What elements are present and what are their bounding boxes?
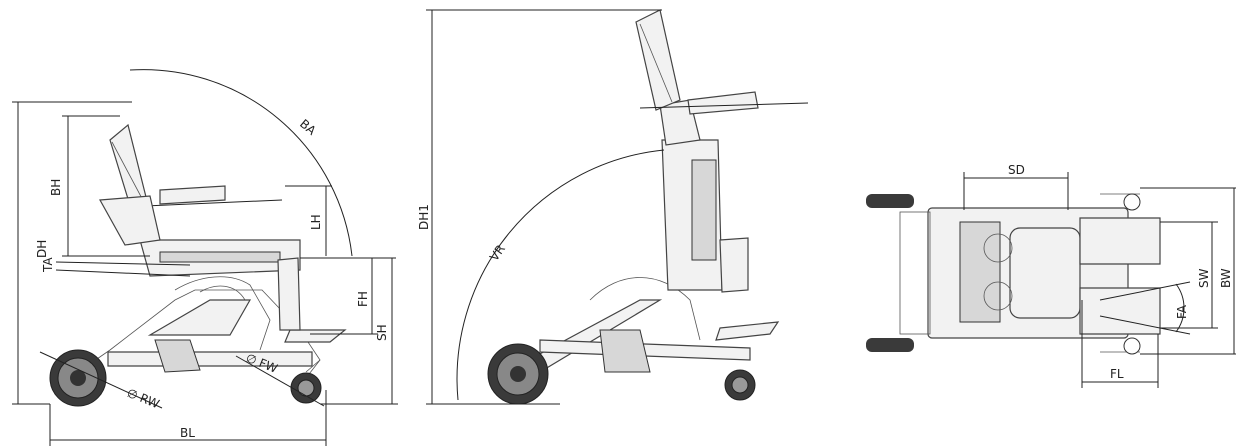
label-BL: BL [180,426,195,440]
dim-SW: SW [1160,221,1218,329]
label-BA: BA [297,117,319,139]
dim-BH: BH [49,115,150,257]
standing-rear-wheel [487,343,549,405]
standing-front-wheel [724,369,756,401]
dim-LH: LH [285,185,332,256]
standing-frame [507,9,809,373]
dim-TA: TA [41,257,191,277]
label-SW: SW [1197,268,1211,288]
seated-frame [77,123,347,379]
label-FW-symbol: ∅ [244,351,259,368]
label-BW: BW [1219,268,1233,288]
top-wheels [866,193,1141,355]
dim-SH: SH [320,258,398,405]
label-RW-symbol: ∅ [125,386,140,403]
label-DH1: DH1 [417,204,431,230]
dim-SD: SD [963,163,1069,210]
label-LH: LH [309,214,323,230]
dim-FW: ∅ FW [235,351,325,407]
label-FA: FA [1175,304,1189,319]
dim-RW: ∅ RW [39,351,163,411]
seated-rear-wheel [49,349,107,407]
label-FH: FH [356,291,370,307]
label-BH: BH [49,179,63,196]
label-SH: SH [375,324,389,341]
label-SD: SD [1008,163,1025,177]
dim-BW: BW [1140,187,1236,355]
dim-BL: BL [49,390,327,446]
top-frame [899,193,1161,353]
seated-front-wheel [290,359,322,404]
label-TA: TA [41,257,55,273]
label-RW: RW [138,391,162,411]
dim-FA: FA [1099,281,1191,335]
dim-DH1: DH1 [417,9,662,405]
label-FL: FL [1110,367,1124,381]
dim-DH: DH [12,101,132,405]
label-DH: DH [35,240,49,258]
top-view: SD SW BW FA FL [866,163,1236,388]
dim-FL: FL [1081,300,1159,388]
dim-FH: FH [300,257,396,335]
label-FW: FW [257,356,280,376]
seated-view: DH BH BA LH TA FH [12,69,398,446]
standing-view: DH1 VR [417,9,809,405]
